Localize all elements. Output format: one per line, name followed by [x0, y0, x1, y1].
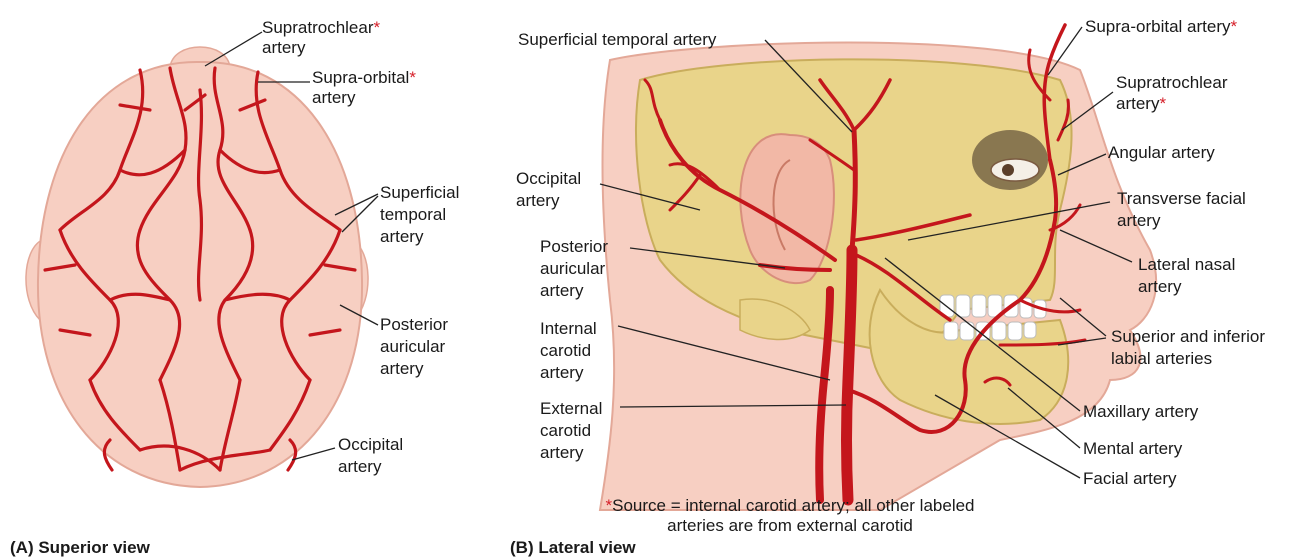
label-text: temporal [380, 205, 446, 224]
star-mark: * [374, 18, 381, 37]
label-internal-carotid-b: Internal carotid artery [540, 318, 597, 384]
label-text: artery [540, 281, 583, 300]
label-text: Superior and inferior [1111, 327, 1265, 346]
label-maxillary-b: Maxillary artery [1083, 402, 1198, 422]
label-facial-b: Facial artery [1083, 469, 1177, 489]
label-text: Supra-orbital artery [1085, 17, 1231, 36]
label-text: labial arteries [1111, 349, 1212, 368]
label-text: carotid [540, 421, 591, 440]
label-mental-b: Mental artery [1083, 439, 1182, 459]
label-text: artery [1117, 211, 1160, 230]
label-supratrochlear-b: Supratrochlear artery* [1116, 72, 1228, 114]
eye-b [991, 159, 1039, 181]
label-text: Supratrochlear [262, 18, 374, 37]
label-text: artery [516, 191, 559, 210]
label-text: artery [338, 457, 381, 476]
label-text: Lateral nasal [1138, 255, 1235, 274]
label-posterior-auricular-a: Posterior auricular artery [380, 314, 448, 380]
label-text: carotid [540, 341, 591, 360]
label-text: artery [380, 359, 423, 378]
label-text: artery [1138, 277, 1181, 296]
label-text: Superficial [380, 183, 459, 202]
label-external-carotid-b: External carotid artery [540, 398, 602, 464]
label-transverse-facial-b: Transverse facial artery [1117, 188, 1246, 232]
lateral-view-illustration [600, 25, 1156, 510]
label-text: Occipital [516, 169, 581, 188]
label-text: Supra-orbital [312, 68, 409, 87]
caption-lateral-view: (B) Lateral view [510, 538, 636, 558]
label-text: artery [380, 227, 423, 246]
label-supraorbital-a: Supra-orbital* artery [312, 68, 416, 108]
label-labial-b: Superior and inferior labial arteries [1111, 326, 1265, 370]
label-supraorbital-b: Supra-orbital artery* [1085, 17, 1237, 37]
label-angular-b: Angular artery [1108, 143, 1215, 163]
label-text: Transverse facial [1117, 189, 1246, 208]
label-occipital-a: Occipital artery [338, 434, 403, 478]
label-superficial-temporal-a: Superficial temporal artery [380, 182, 459, 248]
label-text: artery [540, 443, 583, 462]
label-text: auricular [380, 337, 445, 356]
label-supratrochlear-a: Supratrochlear* artery [262, 18, 380, 58]
label-text: artery [540, 363, 583, 382]
label-text: External [540, 399, 602, 418]
note-line-1: Source = internal carotid artery; all ot… [612, 496, 974, 515]
label-text: Posterior [380, 315, 448, 334]
label-text: Posterior [540, 237, 608, 256]
star-mark: * [1159, 94, 1166, 113]
label-text: artery [1116, 94, 1159, 113]
label-text: Supratrochlear [1116, 73, 1228, 92]
label-occipital-b: Occipital artery [516, 168, 581, 212]
caption-superior-view: (A) Superior view [10, 538, 150, 558]
label-lateral-nasal-b: Lateral nasal artery [1138, 254, 1235, 298]
note-line-2: arteries are from external carotid [667, 516, 913, 535]
source-note: *Source = internal carotid artery; all o… [560, 496, 1020, 536]
star-mark: * [1231, 17, 1238, 36]
label-superficial-temporal-b: Superficial temporal artery [518, 30, 716, 50]
star-mark: * [409, 68, 416, 87]
label-text: artery [312, 88, 355, 107]
label-text: auricular [540, 259, 605, 278]
label-text: Occipital [338, 435, 403, 454]
label-text: Internal [540, 319, 597, 338]
label-text: artery [262, 38, 305, 57]
label-posterior-auricular-b: Posterior auricular artery [540, 236, 608, 302]
